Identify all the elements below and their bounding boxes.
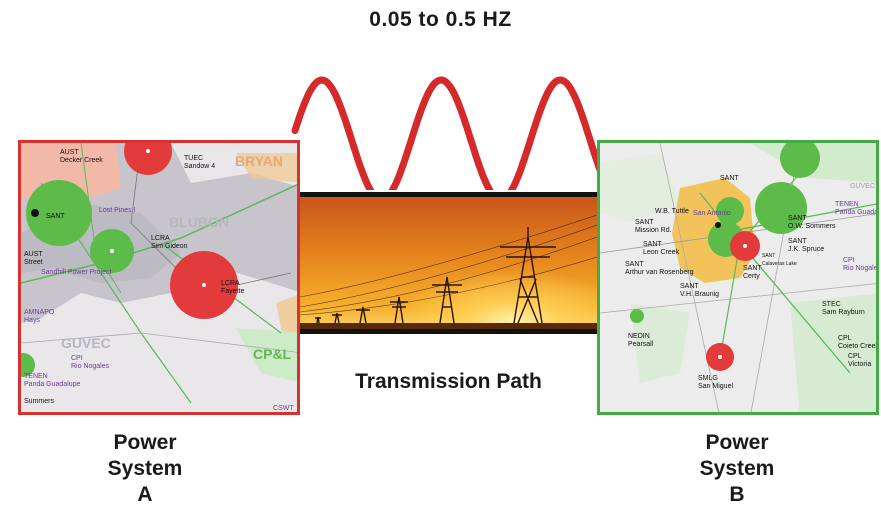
map-b-label-guvec: GUVEC [850, 183, 875, 190]
transmission-path-label: Transmission Path [355, 370, 542, 393]
power-system-a-map: AUST Decker Creek TUEC Sandow 4 BRYAN Lo… [18, 140, 300, 415]
map-b-label-mission: SANT Mission Rd. [635, 219, 672, 234]
power-system-b-line2: System [699, 457, 775, 480]
map-b-label-spruce: SANT J.K. Spruce [788, 238, 825, 253]
map-a-label-hays: AMNAPO Hays [24, 309, 55, 324]
map-b-label-braunig: SANT V.H. Braunig [680, 283, 720, 298]
power-system-b-map: SANT W.B. Tuttle San Antonio SANT Missio… [597, 140, 879, 415]
map-a-label-summers: Summers [24, 398, 54, 405]
map-b-label-stec: STEC Sam Rayburn [822, 301, 865, 316]
map-a-label-cswt: CSWT [273, 405, 294, 412]
map-a-background [21, 143, 297, 404]
power-system-b-line1: Power [705, 431, 769, 454]
map-a-label-rio-nogales: CPI Rio Nogales [71, 355, 110, 370]
map-a-label-sandhill: Sandhill Power Project [41, 269, 112, 276]
map-b-label-calaveras: SANT Calaveras Lake [762, 253, 797, 267]
power-system-b-line3: B [729, 483, 745, 506]
map-b-label-victoria: CPL Victoria [848, 353, 872, 368]
map-b-label-rio-nogales: CPI Rio Nogales [843, 257, 879, 272]
map-a-label-sant: SANT [46, 213, 65, 220]
map-b-label-certy: SANT Certy [743, 265, 762, 280]
map-a-label-blubon: BLUBON [169, 214, 229, 230]
map-b-label-pearsall: NEDIN Pearsall [628, 333, 654, 348]
oscillation-wave [291, 76, 609, 190]
map-a-label-sandow: TUEC Sandow 4 [184, 155, 216, 170]
map-a-label-street: AUST Street [24, 251, 43, 266]
map-a-label-panda: TENEN Panda Guadalupe [24, 373, 81, 388]
map-a-label-bryan: BRYAN [235, 153, 283, 169]
map-a-label-decker: AUST Decker Creek [60, 149, 103, 164]
power-system-a-label: Power System A [45, 430, 245, 508]
power-system-a-line2: System [107, 457, 183, 480]
transmission-path-image [300, 192, 597, 334]
map-b-label-panda: TENEN Panda Guadalupe [835, 201, 879, 216]
map-a-label-sim-gideon: LCRA Sim Gideon [151, 235, 188, 250]
power-system-a-line1: Power [113, 431, 177, 454]
map-a-label-fayette: LCRA Fayette [221, 280, 245, 295]
map-b-label-tuttle: W.B. Tuttle [655, 208, 689, 215]
map-b-label-sommers: SANT O.W. Sommers [788, 215, 836, 230]
map-b-background [600, 143, 876, 412]
map-b-label-leon: SANT Leon Creek [643, 241, 680, 256]
map-b-label-coleto: CPL Coieto Creek [838, 335, 879, 350]
frequency-label: 0.05 to 0.5 HZ [369, 8, 512, 31]
map-b-label-san-miguel: SMLG San Miguel [698, 375, 734, 390]
map-b-label-san-antonio: San Antonio [693, 210, 731, 217]
map-b-label-arthur: SANT Arthur van Rosenberg [625, 261, 694, 276]
power-system-a-line3: A [137, 483, 153, 506]
power-system-b-label: Power System B [637, 430, 837, 508]
map-a-label-cpl: CP&L [253, 346, 292, 362]
map-b-label-sant-top: SANT [720, 175, 739, 182]
map-a-label-lost-pines: Lost Pines I [99, 207, 136, 214]
map-a-label-guvec: GUVEC [61, 335, 111, 351]
